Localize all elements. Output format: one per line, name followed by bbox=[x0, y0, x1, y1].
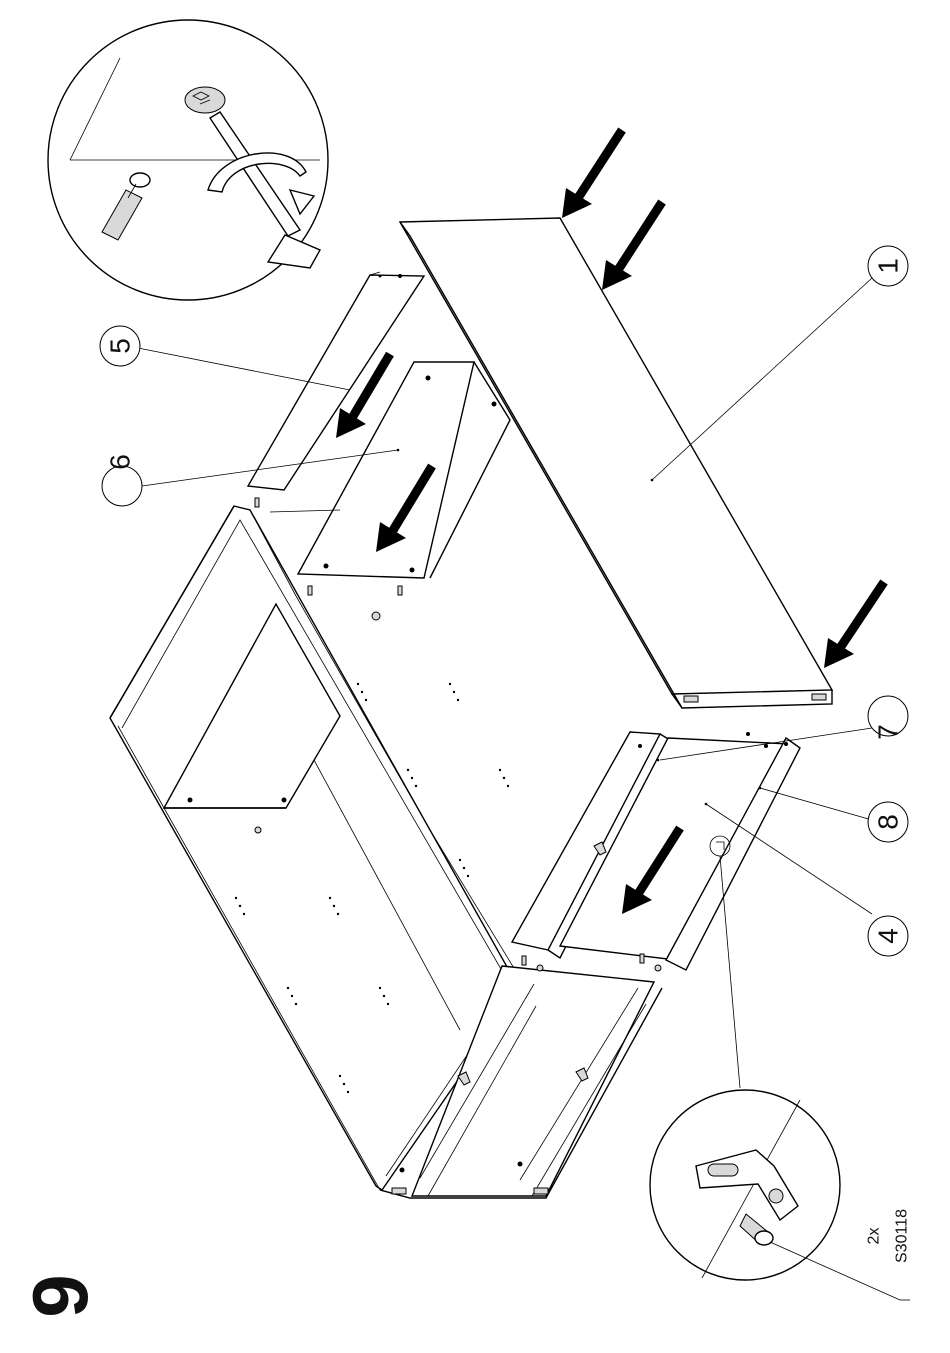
arrow-icon bbox=[824, 582, 884, 668]
callout-6-label: 6 bbox=[105, 454, 136, 470]
callout-8-label: 8 bbox=[873, 814, 904, 830]
callout-1: 1 bbox=[868, 246, 908, 286]
callout-7-label: 7 bbox=[873, 724, 904, 740]
angle-bracket-icon bbox=[696, 1150, 798, 1220]
callout-7: 7 bbox=[868, 696, 908, 740]
cam-bolt-icon bbox=[102, 173, 150, 240]
detail-cam-lock-circle bbox=[48, 20, 328, 300]
detail-bracket-circle bbox=[650, 1090, 910, 1300]
callout-8: 8 bbox=[868, 802, 908, 842]
callout-4: 4 bbox=[868, 916, 908, 956]
callout-5: 5 bbox=[100, 326, 140, 366]
drawer-assembly-parts-4-7-8 bbox=[512, 732, 800, 971]
hardware-part-code: S30118 bbox=[894, 1209, 911, 1263]
step-number: 9 bbox=[16, 1274, 104, 1317]
callout-4-label: 4 bbox=[873, 928, 904, 944]
screwdriver-icon bbox=[210, 112, 320, 268]
hardware-quantity: 2x bbox=[866, 1228, 883, 1245]
hardware-label: 2x S30118 bbox=[866, 1209, 911, 1263]
callout-6: 6 bbox=[102, 454, 142, 506]
callout-5-label: 5 bbox=[105, 338, 136, 354]
top-panel-part-1 bbox=[400, 218, 832, 708]
callout-1-label: 1 bbox=[873, 258, 904, 274]
arrow-icon bbox=[602, 202, 662, 290]
cam-lock-icon bbox=[185, 87, 225, 113]
arrow-icon bbox=[562, 130, 622, 218]
screw-icon bbox=[740, 1214, 773, 1245]
